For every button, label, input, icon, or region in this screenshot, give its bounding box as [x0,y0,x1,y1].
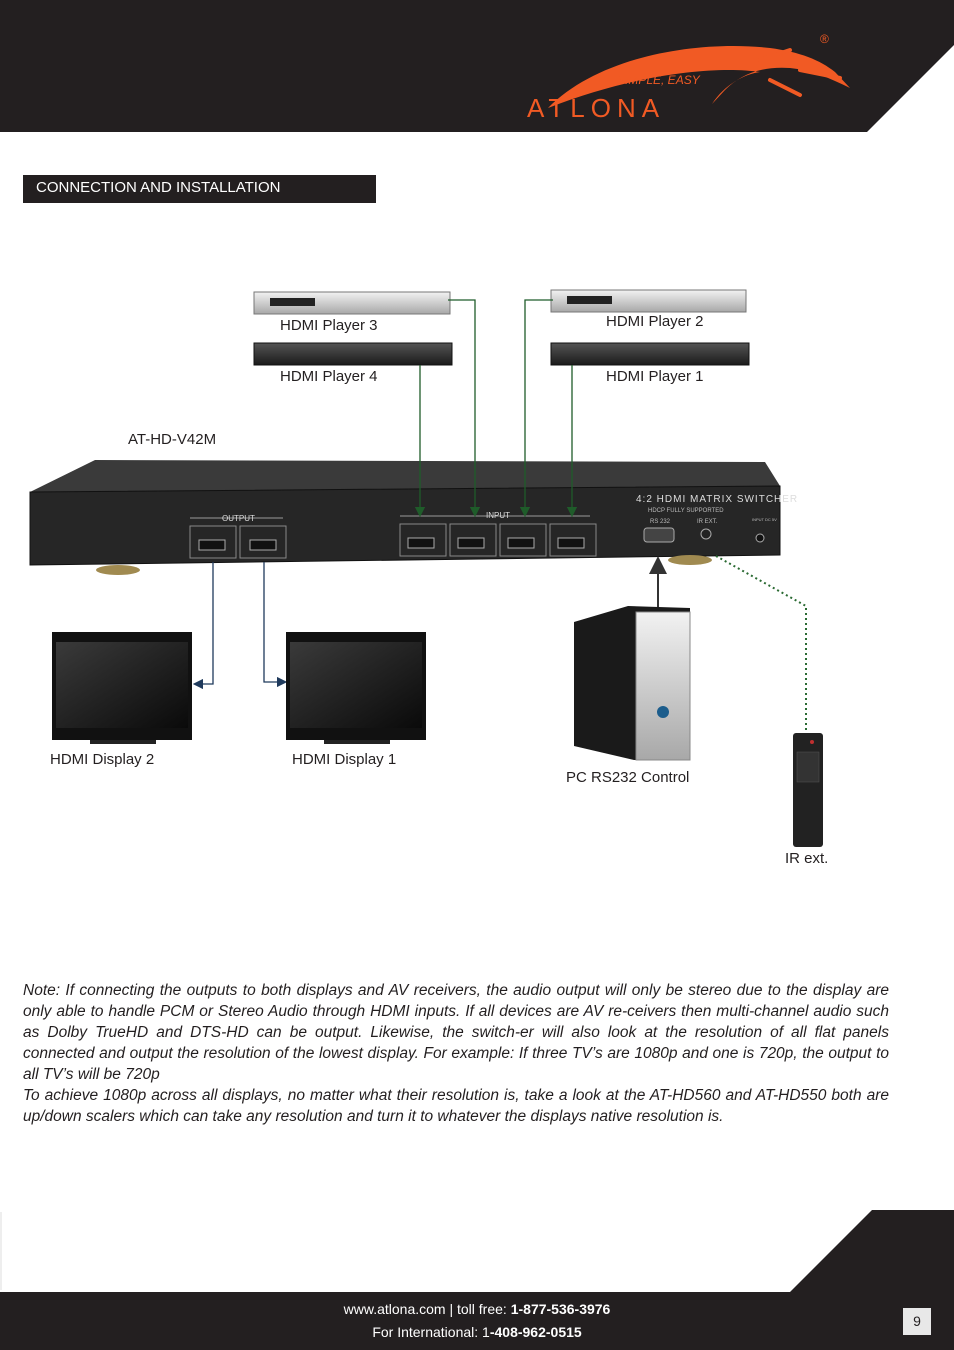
matrix-switcher: 4:2 HDMI MATRIX SWITCHER HDCP FULLY SUPP… [29,460,798,575]
ir-cable [715,555,807,732]
toll-free-number: 1-877-536-3976 [510,1301,611,1317]
footer-line-1: www.atlona.com | toll free: 1-877-536-39… [343,1301,611,1317]
power-label: INPUT DC 5V [752,517,777,522]
atlona-logo: SIMPLE, EASY ATLONA ® [527,32,850,123]
player-3-label: HDMI Player 3 [280,317,378,334]
ir-label: IR ext. [785,850,828,867]
page-footer [0,1210,954,1350]
note-paragraph-2: To achieve 1080p across all displays, no… [23,1087,889,1125]
hdmi-player-3: HDMI Player 3 [253,291,451,334]
player-4-label: HDMI Player 4 [280,368,378,385]
hdmi-player-4: HDMI Player 4 [253,342,453,385]
switcher-subtitle: HDCP FULLY SUPPORTED [648,508,724,514]
output-label: OUTPUT [222,514,255,523]
ir-remote: IR ext. [785,733,828,867]
irext-label: IR EXT. [697,519,718,525]
pc-tower: PC RS232 Control [566,606,691,786]
device-label: AT-HD-V42M [128,431,216,448]
hdmi-display-2: HDMI Display 2 [50,632,192,768]
display-1-label: HDMI Display 1 [292,751,396,768]
international-number: -408-962-0515 [489,1324,582,1340]
display-2-label: HDMI Display 2 [50,751,154,768]
footer-line-2: For International: 1-408-962-0515 [372,1324,582,1340]
footer-contact: www.atlona.com | toll free: 1-877-536-39… [0,1298,954,1344]
page-number: 9 [903,1308,931,1335]
output-cables [192,562,288,690]
input-cables [414,299,578,518]
pc-label: PC RS232 Control [566,769,689,786]
page-header: SIMPLE, EASY ATLONA ® [0,0,954,132]
hdmi-player-1: HDMI Player 1 [550,342,750,385]
player-2-label: HDMI Player 2 [606,313,704,330]
player-1-label: HDMI Player 1 [606,368,704,385]
hdmi-player-2: HDMI Player 2 [550,289,747,330]
note-text: Note: If connecting the outputs to both … [23,980,889,1127]
brand-tagline: SIMPLE, EASY [617,73,701,87]
section-title: CONNECTION AND INSTALLATION [23,175,376,203]
registered-mark: ® [820,32,829,46]
switcher-title: 4:2 HDMI MATRIX SWITCHER [636,494,798,505]
connection-diagram: HDMI Player 3 HDMI Player 4 HDMI Player … [29,289,828,867]
note-paragraph-1: Note: If connecting the outputs to both … [23,982,889,1083]
hdmi-display-1: HDMI Display 1 [286,632,426,768]
rs232-label: RS 232 [650,519,671,525]
input-label: INPUT [486,511,510,520]
brand-name: ATLONA [527,93,665,123]
